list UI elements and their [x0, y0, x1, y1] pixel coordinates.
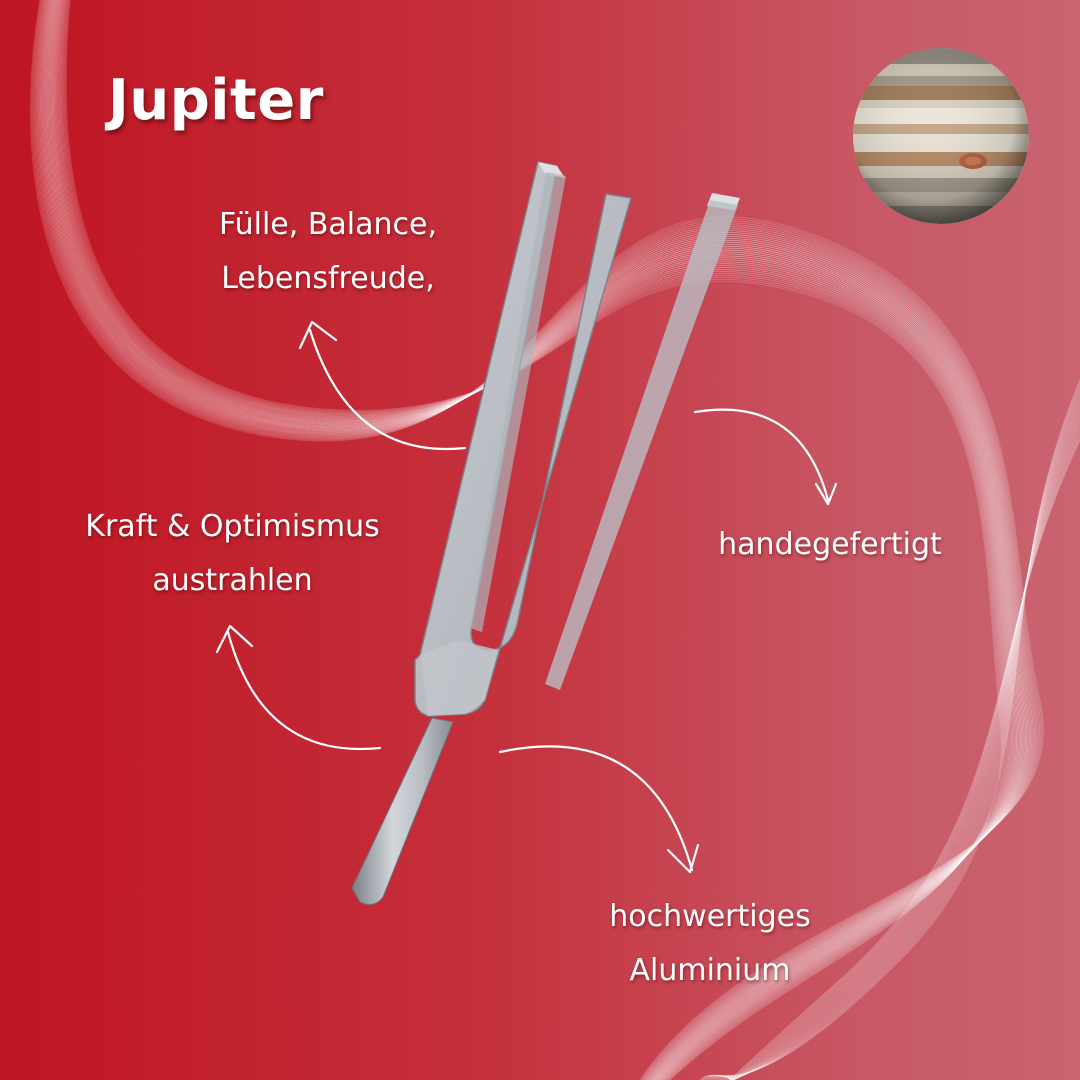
wave-line [49, 0, 1021, 1080]
wave-line [725, 431, 1080, 1080]
wave-line [41, 0, 1031, 1080]
wave-line [51, 0, 1019, 1080]
wave-line [709, 399, 1080, 1080]
wave-line [61, 0, 1007, 1080]
wave-line [32, 0, 1042, 1080]
feature-label-aluminium-line1: hochwertiges [609, 899, 811, 934]
wave-line [711, 402, 1080, 1080]
wave-line [44, 0, 1028, 1080]
wave-line [53, 0, 1016, 1080]
wave-line [702, 385, 1080, 1080]
wave-line [34, 0, 1039, 1080]
wave-line [35, 0, 1038, 1080]
wave-line [705, 391, 1080, 1080]
arrow-up-fuelle-icon [298, 320, 467, 451]
wave-line [712, 405, 1080, 1080]
wave-line [708, 396, 1080, 1080]
wave-line [65, 0, 1002, 1080]
wave-line [36, 0, 1037, 1080]
wave-line [722, 425, 1080, 1080]
wave-line [40, 0, 1033, 1080]
wave-line [60, 0, 1009, 1080]
wave-line [723, 428, 1080, 1080]
wave-line [699, 379, 1080, 1080]
wave-line [715, 411, 1080, 1080]
arrow-down-alu-icon [498, 745, 700, 874]
feature-label-aluminium: hochwertiges Aluminium [570, 890, 850, 998]
wave-line [703, 388, 1080, 1080]
wave-line [55, 0, 1015, 1080]
wave-line [59, 0, 1010, 1080]
wave-line [48, 0, 1023, 1080]
jupiter-planet-image [853, 48, 1029, 224]
wave-line [43, 0, 1029, 1080]
wave-line [50, 0, 1020, 1080]
wave-line [701, 382, 1080, 1080]
wave-line [706, 394, 1080, 1080]
wave-line [62, 0, 1006, 1080]
wave-line [729, 439, 1080, 1080]
wave-line [64, 0, 1004, 1080]
wave-line [31, 0, 1043, 1080]
arrow-up-kraft-icon [215, 624, 382, 751]
wave-line [52, 0, 1018, 1080]
benefit-label-fuelle-line2: Lebensfreude, [221, 261, 435, 296]
wave-line [726, 434, 1080, 1080]
wave-line [42, 0, 1030, 1080]
wave-line [38, 0, 1034, 1080]
wave-line [37, 0, 1035, 1080]
arrow-down-hand-icon [693, 408, 838, 506]
wave-line [56, 0, 1014, 1080]
wave-line [718, 416, 1080, 1080]
wave-line [58, 0, 1011, 1080]
wave-line [46, 0, 1025, 1080]
page-title: Jupiter [108, 68, 324, 133]
wave-line [47, 0, 1024, 1080]
feature-label-handmade: handegefertigt [700, 518, 960, 572]
benefit-label-fuelle-line1: Fülle, Balance, [218, 207, 437, 242]
feature-label-aluminium-line2: Aluminium [629, 953, 791, 988]
wave-line [45, 0, 1026, 1080]
wave-line [30, 0, 1044, 1080]
benefit-label-kraft-line1: Kraft & Optimismus [85, 509, 380, 544]
wave-line [63, 0, 1005, 1080]
benefit-label-kraft: Kraft & Optimismus austrahlen [60, 500, 405, 608]
benefit-label-kraft-line2: austrahlen [152, 563, 313, 598]
wave-line [33, 0, 1040, 1080]
wave-line [713, 408, 1080, 1080]
feature-label-handmade-line1: handegefertigt [718, 527, 942, 562]
wave-line [719, 419, 1080, 1080]
benefit-label-fuelle: Fülle, Balance, Lebensfreude, [198, 198, 458, 306]
wave-line [728, 436, 1080, 1080]
wave-line [57, 0, 1012, 1080]
wave-line [716, 414, 1080, 1080]
